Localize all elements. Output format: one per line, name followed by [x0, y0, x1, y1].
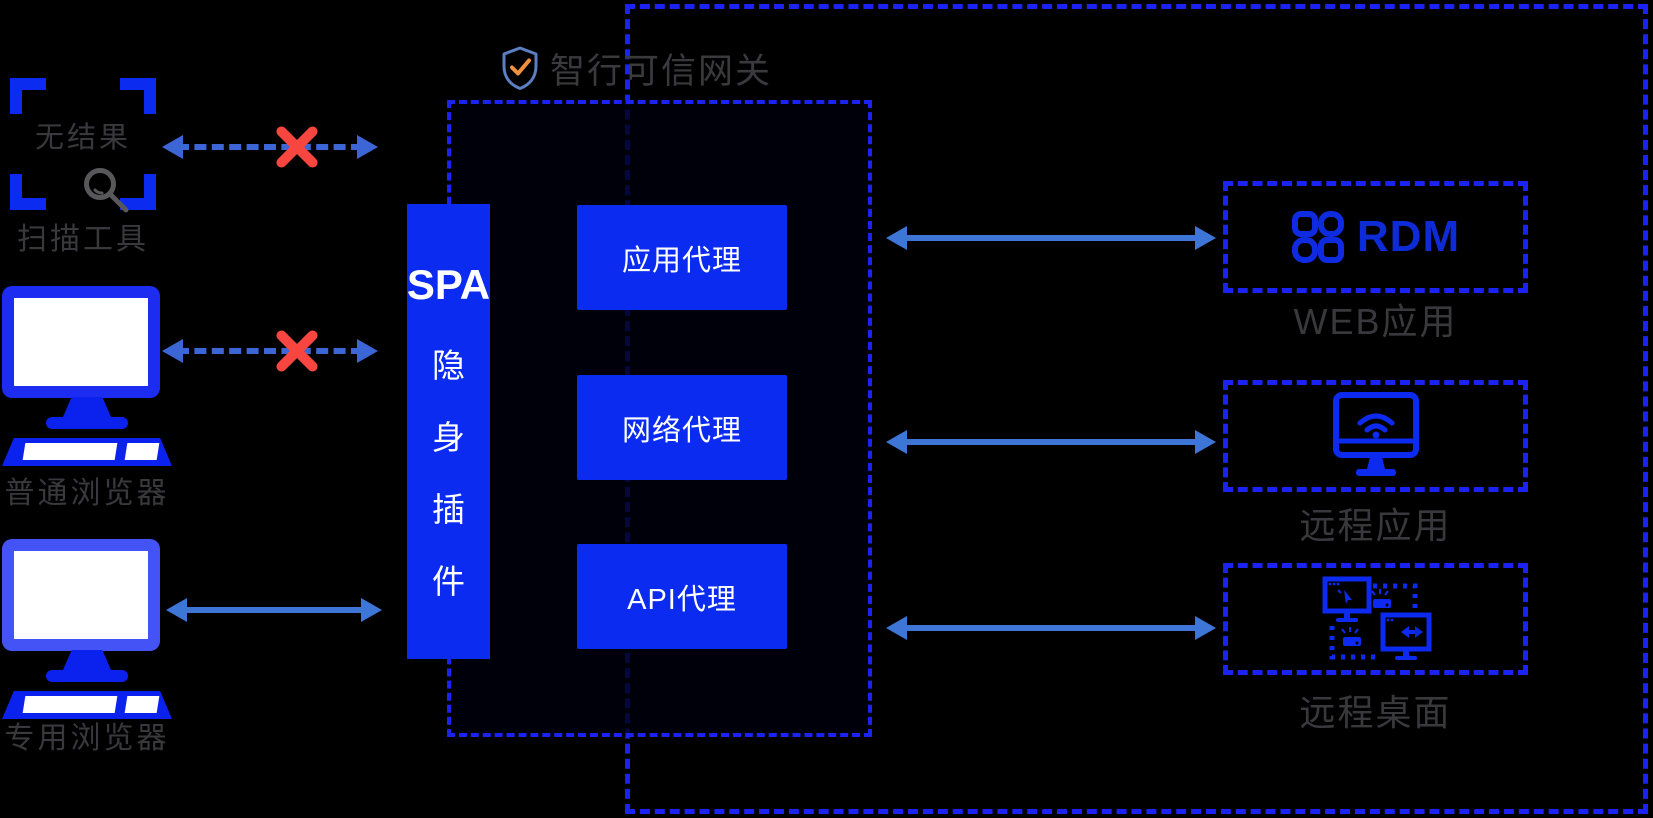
allowed-connection-arrow-browser	[166, 592, 382, 628]
proxy-label: API代理	[627, 583, 737, 616]
arrowhead-right	[1195, 430, 1216, 454]
monitor-stand	[63, 650, 111, 670]
gateway-webapp-arrow	[886, 220, 1216, 256]
scan-frame-icon: 无结果	[10, 78, 156, 210]
remote-app-box	[1223, 380, 1528, 492]
api-proxy-box: API代理	[577, 544, 787, 649]
blocked-connection-arrow-browser	[162, 333, 378, 369]
arrowhead-right	[357, 339, 378, 363]
gateway-remotedesktop-arrow	[886, 610, 1216, 646]
arrowhead-right	[357, 135, 378, 159]
dashed-shaft	[177, 348, 363, 354]
rdm-title: RDM	[1356, 212, 1461, 261]
arrowhead-left	[886, 430, 907, 454]
keyboard-keys	[124, 696, 160, 713]
proxy-label: 应用代理	[621, 244, 742, 277]
monitor-wifi-icon	[1332, 392, 1419, 476]
monitor-stand	[63, 397, 111, 417]
monitor-base	[46, 670, 128, 682]
remote-app-label: 远程应用	[1299, 505, 1452, 546]
remote-desktop-icon	[1322, 576, 1431, 660]
app-grid-icon	[1291, 211, 1344, 263]
dashed-shaft	[177, 144, 363, 150]
spa-acronym: SPA	[406, 260, 491, 308]
remote-desktop-box	[1223, 563, 1528, 675]
arrowhead-right	[1195, 616, 1216, 640]
scan-corner	[120, 174, 156, 210]
keyboard-keys	[22, 696, 118, 713]
spa-char: 身	[432, 418, 465, 456]
keyboard	[2, 438, 172, 466]
solid-shaft	[901, 235, 1201, 241]
desktop-computer-icon	[2, 539, 172, 719]
scan-corner	[10, 78, 46, 114]
proxy-label: 网络代理	[621, 414, 742, 447]
monitor-screen	[2, 286, 160, 398]
page-title: 智行可信网关	[550, 51, 773, 91]
spa-stealth-plugin-bar: SPA 隐 身 插 件	[407, 204, 490, 659]
remote-desktop-label: 远程桌面	[1299, 692, 1452, 733]
keyboard-keys	[22, 443, 118, 460]
gateway-header: 智行可信网关	[500, 44, 772, 92]
monitor-base	[46, 417, 128, 429]
shield-check-icon	[502, 46, 538, 90]
scan-result-text: 无结果	[34, 122, 131, 154]
gateway-remoteapp-arrow	[886, 424, 1216, 460]
monitor-screen	[2, 539, 160, 651]
arrowhead-right	[1195, 226, 1216, 250]
desktop-computer-icon	[2, 286, 172, 466]
solid-shaft	[901, 439, 1201, 445]
arrowhead-left	[166, 598, 187, 622]
blocked-x-icon	[270, 120, 324, 174]
scan-corner	[10, 174, 46, 210]
spa-char: 件	[432, 562, 465, 600]
keyboard	[2, 691, 172, 719]
arrowhead-left	[886, 616, 907, 640]
spa-char: 插	[432, 490, 465, 528]
magnifier-icon	[84, 168, 129, 213]
network-proxy-box: 网络代理	[577, 375, 787, 480]
dedicated-browser-label: 专用浏览器	[4, 722, 170, 755]
web-app-box: RDM	[1223, 181, 1528, 293]
blocked-x-icon	[270, 324, 324, 378]
normal-browser-label: 普通浏览器	[4, 477, 170, 510]
arrowhead-left	[162, 339, 183, 363]
web-app-label: WEB应用	[1293, 301, 1458, 342]
solid-shaft	[901, 625, 1201, 631]
scan-corner	[120, 78, 156, 114]
blocked-connection-arrow-scanner	[162, 129, 378, 165]
arrowhead-right	[361, 598, 382, 622]
spa-char: 隐	[432, 346, 465, 384]
keyboard-keys	[124, 443, 160, 460]
solid-shaft	[181, 607, 367, 613]
arrowhead-left	[886, 226, 907, 250]
scanner-label: 扫描工具	[17, 223, 149, 256]
arrowhead-left	[162, 135, 183, 159]
application-proxy-box: 应用代理	[577, 205, 787, 310]
